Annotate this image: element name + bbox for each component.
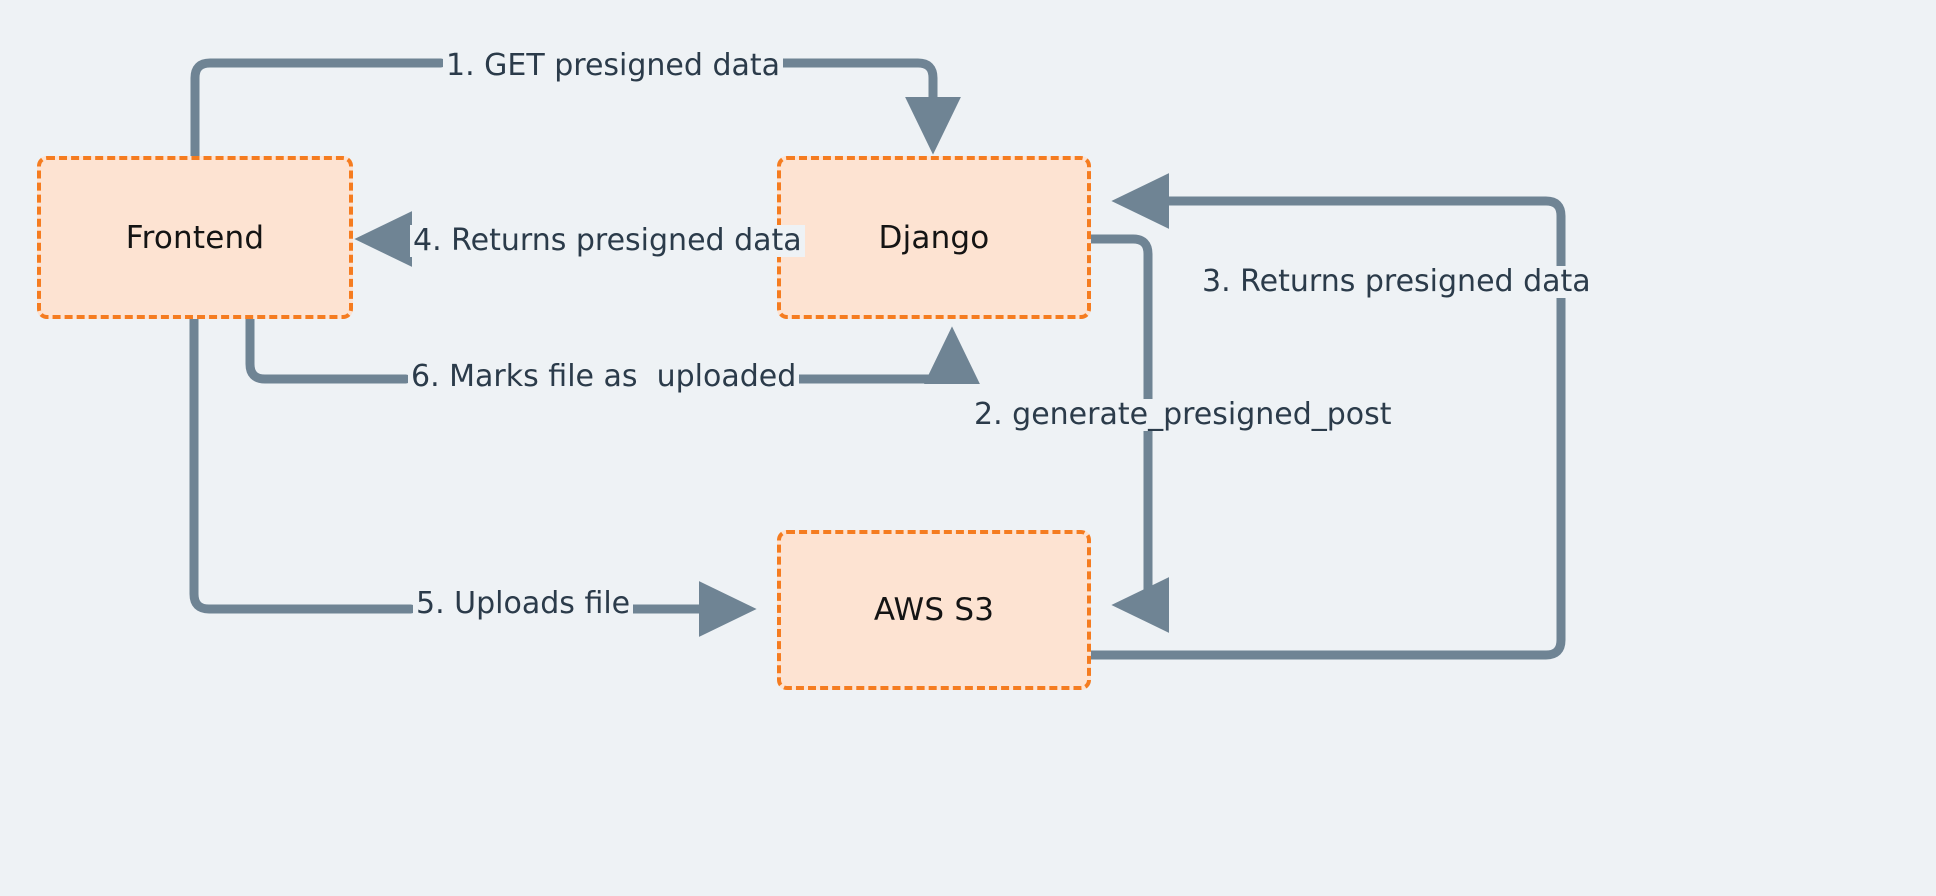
edge-6-path-tail <box>732 326 980 384</box>
node-frontend[interactable]: Frontend <box>37 156 353 319</box>
node-django[interactable]: Django <box>777 156 1091 319</box>
edge-5-path <box>189 314 416 614</box>
edge-label-2: 2. generate_presigned_post <box>971 399 1395 431</box>
edge-label-4: 4. Returns presigned data <box>410 225 805 257</box>
edge-label-6: 6. Marks file as uploaded <box>408 361 800 393</box>
edge-1-path-tail <box>722 58 961 155</box>
edge-label-5: 5. Uploads file <box>413 588 634 620</box>
edge-label-3: 3. Returns presigned data <box>1199 266 1594 298</box>
node-aws-s3-label: AWS S3 <box>873 592 995 628</box>
node-django-label: Django <box>878 219 990 256</box>
node-aws-s3[interactable]: AWS S3 <box>777 530 1091 690</box>
edge-3-path <box>1086 173 1566 660</box>
edge-6-path <box>245 314 411 384</box>
node-frontend-label: Frontend <box>125 219 265 256</box>
edge-1-path <box>190 58 446 161</box>
edge-label-1: 1. GET presigned data <box>443 50 784 82</box>
